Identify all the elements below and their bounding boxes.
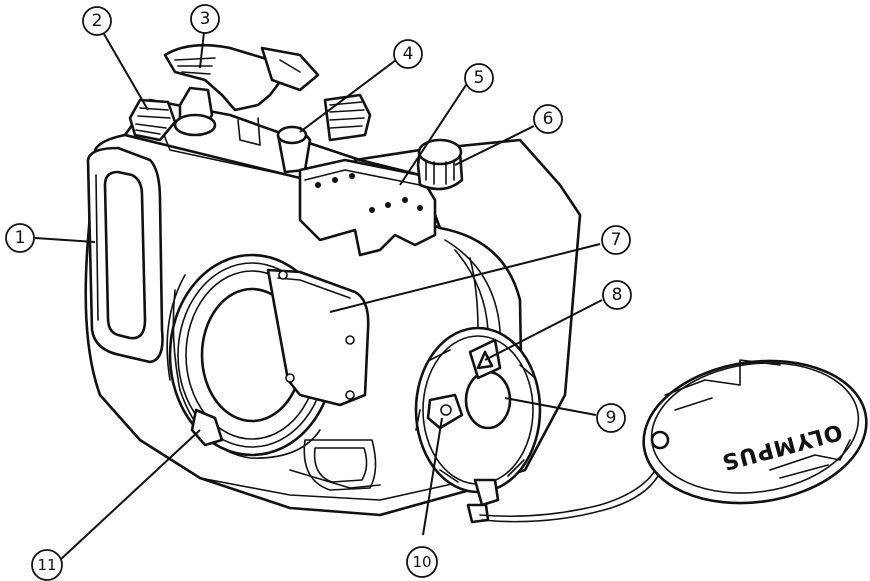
callout-3-label: 3 xyxy=(200,9,211,29)
top-controls xyxy=(128,43,464,257)
callout-7: 7 xyxy=(601,225,631,255)
callout-8-label: 8 xyxy=(612,285,623,305)
callout-5: 5 xyxy=(464,63,494,93)
lens-cap: OLYMPUS xyxy=(479,359,868,523)
callout-9: 9 xyxy=(596,403,626,433)
callout-11: 11 xyxy=(31,549,63,581)
side-dial xyxy=(414,326,542,524)
callout-3: 3 xyxy=(190,4,220,34)
callout-6: 6 xyxy=(533,104,563,134)
callout-6-label: 6 xyxy=(543,109,554,129)
callout-4: 4 xyxy=(393,39,423,69)
callout-1-label: 1 xyxy=(15,228,26,248)
callout-11-label: 11 xyxy=(37,556,56,574)
leader-lines xyxy=(34,31,603,561)
callout-4-label: 4 xyxy=(403,44,414,64)
callout-7-label: 7 xyxy=(611,230,622,250)
callout-9-label: 9 xyxy=(606,408,617,428)
lens-port xyxy=(166,253,370,459)
callout-10-label: 10 xyxy=(412,553,431,571)
callout-1: 1 xyxy=(5,223,35,253)
grip xyxy=(86,146,164,364)
callout-8: 8 xyxy=(602,280,632,310)
callout-5-label: 5 xyxy=(474,68,485,88)
callout-10: 10 xyxy=(406,546,438,578)
callout-2-label: 2 xyxy=(92,11,103,31)
callout-2: 2 xyxy=(82,6,112,36)
